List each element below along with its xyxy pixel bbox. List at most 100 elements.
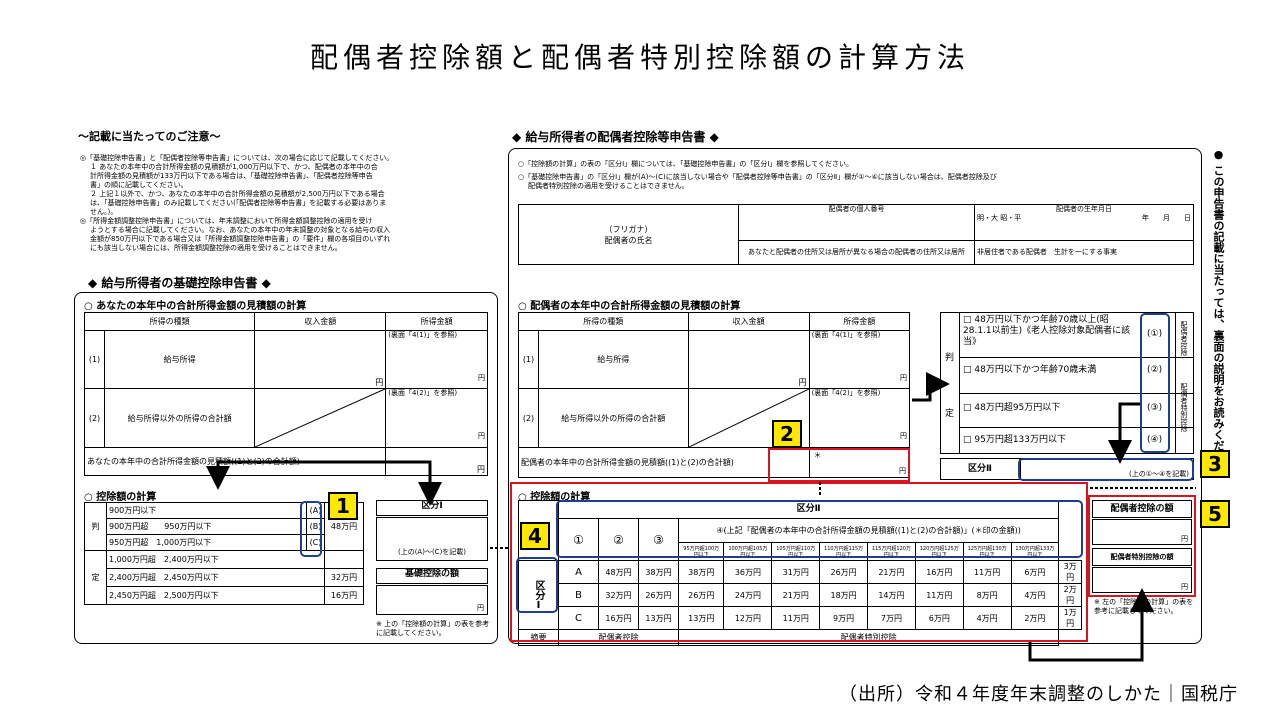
highlight-kubun2-header	[556, 500, 1083, 558]
notice-line: 金額が850万円以下である場合又は「所得金額調整控除申告書」の「要件」欄の各項目…	[90, 235, 391, 243]
judge-mark: (④)	[1147, 435, 1163, 445]
highlight-kubun1	[516, 557, 558, 613]
matrix-cell: 12万円	[723, 606, 773, 630]
side-label: 配偶者控除	[1180, 321, 1188, 356]
highlight-deduct-matrix	[510, 482, 1088, 642]
total-label: 配偶者の本年中の合計所得金額の見積額((1)と(2)の合計額)	[518, 447, 810, 478]
matrix-cell: 16万円	[598, 606, 639, 630]
judge-mark: (③)	[1147, 403, 1163, 413]
vertical-note: ● この申告書の記載に当たっては、裏面の説明をお読みください。	[1212, 148, 1225, 484]
note-line: ○「基礎控除申告書」の「区分Ⅰ」欄が(A)～(C)に該当しない場合や「配偶者控除…	[518, 173, 997, 181]
notice-line: ◎「所得金額調整控除申告書」については、年末調整において所得金額調整控除の適用を…	[80, 217, 373, 225]
judge-mark: (①)	[1147, 329, 1163, 339]
judge-row: □ 48万円以下かつ年齢70歳以上(昭28.1.1以前生)《老人控除対象配偶者に…	[963, 315, 1131, 347]
notice-line: にも該当しない場合には、所得金額調整控除の適用を受けることはできません。	[90, 244, 342, 252]
matrix-cell: 4万円	[1010, 583, 1060, 607]
notice-list: ◎「基礎控除申告書」と「配偶者控除等申告書」については、次の場合に応じて記載して…	[80, 154, 500, 253]
yen-label: 円	[478, 374, 485, 382]
right-notes: ○「控除額の計算」の表の「区分Ⅰ」欄については、「基礎控除申告書」の「区分Ⅰ」欄…	[518, 160, 1198, 191]
left-section-title: ◆ 給与所得者の基礎控除申告書 ◆	[88, 276, 271, 290]
callout-2: 2	[772, 420, 802, 448]
callout-3: 3	[1200, 450, 1230, 478]
matrix-cell: 1万円	[1058, 606, 1082, 630]
right-section-title: ◆ 給与所得者の配偶者控除等申告書 ◆	[512, 130, 719, 144]
matrix-cell: 16万円	[914, 560, 964, 584]
notice-line: １ あなたの本年中の合計所得金額の見積額が1,000万円以下で、かつ、配偶者の本…	[90, 163, 378, 171]
spouse-name-cell: （フリガナ）配偶者の氏名	[518, 204, 739, 265]
yen-label: 円	[687, 330, 810, 389]
yen-label: 円	[900, 432, 907, 440]
matrix-cell: 36万円	[723, 560, 773, 584]
matrix-cell: 11万円	[771, 606, 821, 630]
matrix-cell: 14万円	[867, 583, 916, 607]
col-label: ③	[638, 518, 679, 561]
matrix-cell: 11万円	[962, 560, 1012, 584]
left-deduct-table: 判 900万円以下 (A) 48万円 900万円超 950万円以下(B) 950…	[84, 502, 364, 605]
row-label: 給与所得以外の所得の合計額	[103, 388, 256, 448]
kubun1-input[interactable]: (上の(A)～(C)を記載)	[376, 517, 488, 561]
matrix-cell: 6万円	[914, 606, 964, 630]
yen-label: 円	[478, 432, 485, 440]
matrix-cell: 26万円	[638, 583, 679, 607]
judge-label: 判	[945, 353, 955, 363]
note-line: ○「控除額の計算」の表の「区分Ⅰ」欄については、「基礎控除申告書」の「区分Ⅰ」欄…	[518, 160, 853, 168]
basic-deduction-form	[74, 292, 498, 644]
notice-line: は、「基礎控除申告書」のみ記載してください(「配偶者控除等申告書」を記載する必要…	[90, 199, 387, 207]
left-deduct-title: ○ 控除額の計算	[84, 492, 157, 503]
kiso-input[interactable]: 円	[376, 585, 488, 615]
haigu-header: 配偶者控除の額	[1092, 500, 1192, 518]
haigu-input[interactable]: 円	[1092, 519, 1192, 545]
note-line: 配偶者特別控除の適用を受けることはできません。	[528, 182, 689, 190]
matrix-cell: 11万円	[914, 583, 964, 607]
tokubetsu-header: 配偶者特別控除の額	[1092, 548, 1192, 566]
ref-note: (裏面「4(2)」を参照)	[388, 389, 458, 397]
row-label: 給与所得	[103, 330, 256, 389]
ref-note: (裏面「4(1)」を参照)	[811, 331, 881, 339]
matrix-cell: 9万円	[819, 606, 869, 630]
notice-line: ２ 上記１以外で、かつ、あなたの本年中の合計所得金額の見積額が2,500万円以下…	[90, 190, 385, 198]
highlight-spouse-total	[768, 448, 910, 482]
page-title: 配偶者控除額と配偶者特別控除額の計算方法	[309, 41, 970, 74]
matrix-cell: 26万円	[677, 583, 725, 607]
notice-line: せん。)。	[90, 208, 118, 216]
col-label: ②	[598, 518, 639, 561]
highlight-abc	[300, 501, 322, 557]
notice-line: ◎「基礎控除申告書」と「配偶者控除等申告書」については、次の場合に応じて記載して…	[80, 154, 394, 162]
matrix-cell: 13万円	[638, 606, 679, 630]
yen-label: 円	[900, 374, 907, 382]
row-label: 給与所得	[538, 330, 689, 389]
notice-line: ようとする場合に記載してください。なお、あなたの本年中の年末調整の対象となる給与…	[90, 226, 391, 234]
kubun1-note: (上の(A)～(C)を記載)	[397, 548, 467, 556]
right-deduct-title: ○ 控除額の計算	[518, 492, 591, 503]
judge-box: 判 定 □ 48万円以下かつ年齢70歳以上(昭28.1.1以前生)《老人控除対象…	[940, 312, 1194, 454]
kubun1-vertical: 区分Ⅰ	[518, 560, 559, 630]
diagonal-line	[688, 389, 809, 447]
side-label: 配偶者特別控除	[1180, 383, 1188, 432]
callout-4: 4	[520, 522, 550, 550]
right-income-title: ○ 配偶者の本年中の合計所得金額の見積額の計算	[518, 301, 741, 312]
ref-note: (裏面「4(1)」を参照)	[388, 331, 458, 339]
kiso-header: 基礎控除の額	[376, 568, 488, 584]
left-income-title: ○ あなたの本年中の合計所得金額の見積額の計算	[84, 301, 307, 312]
notice-line: 書」の順に記載してください。	[90, 181, 188, 189]
yen-label: 円	[477, 604, 484, 612]
judge-mark: (②)	[1147, 365, 1163, 375]
judge-row: □ 48万円以下かつ年齢70歳未満	[963, 365, 1097, 375]
highlight-kubun2	[1018, 458, 1194, 481]
ref-note: (裏面「4(2)」を参照)	[811, 389, 881, 397]
my-number-cell[interactable]: 配偶者の個人番号	[738, 204, 975, 241]
kiso-note: ※ 上の「控除額の計算」の表を参考に記載してください。	[376, 620, 490, 637]
diagonal-line	[255, 389, 386, 447]
source-caption: （出所）令和４年度年末調整のしかた｜国税庁	[839, 684, 1238, 705]
spouse-info-table: （フリガナ）配偶者の氏名 配偶者の個人番号 配偶者の生年月日明・大 昭・平年 月…	[518, 204, 1194, 265]
judge-label: 定	[945, 409, 955, 419]
nonres-cell: 非居住者である配偶者 生計を一にする事実	[974, 240, 1194, 265]
matrix-cell: 31万円	[771, 560, 821, 584]
address-cell[interactable]: あなたと配偶者の住所又は居所が異なる場合の配偶者の住所又は居所	[738, 240, 975, 265]
matrix-cell: 13万円	[677, 606, 725, 630]
callout-5: 5	[1200, 500, 1230, 528]
judge-row: □ 48万円超95万円以下	[963, 403, 1061, 413]
